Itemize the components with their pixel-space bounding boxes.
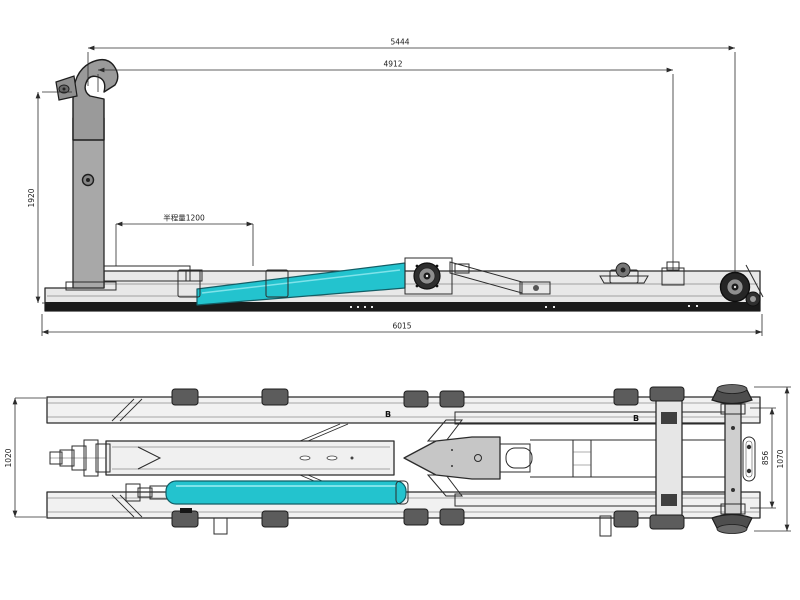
dim-1920-label: 1920	[27, 188, 36, 207]
frame-bolt-specks	[350, 305, 698, 308]
clamp-blocks-plan	[171, 386, 685, 530]
rear-crossmember-plan	[655, 391, 683, 527]
dim-slide-travel: 半程量1200	[115, 213, 254, 266]
plan-view: B B 1020 856 1070	[4, 384, 791, 537]
section-label-b-front: B	[385, 410, 391, 419]
dim-hook-to-stop: 4912	[97, 60, 674, 270]
hook	[72, 58, 119, 141]
dim-overall-top: 5444	[87, 38, 736, 272]
column-base	[65, 281, 117, 291]
dim-roller-inner-width: 856	[750, 407, 776, 509]
frame-bottom-band	[45, 302, 760, 311]
cylinder-brackets	[177, 269, 289, 298]
hook-arm	[55, 58, 119, 291]
dim-hook-height: 1920	[27, 91, 72, 304]
slot-bracket	[742, 436, 756, 482]
cylinder-pivot-hub	[404, 257, 453, 295]
dim-1200-label: 半程量1200	[163, 213, 205, 223]
mid-roller-bracket	[599, 262, 649, 284]
dim-4912-label: 4912	[383, 60, 402, 69]
folded-arm-rear	[449, 261, 551, 295]
boom-tip-chevron	[137, 446, 162, 470]
front-cylinder-plan	[49, 439, 111, 477]
section-label-b-rear: B	[633, 414, 639, 423]
tipping-cylinder-plan	[125, 480, 409, 505]
dim-overall-length: 6015	[41, 314, 763, 336]
dim-856-label: 856	[761, 451, 770, 466]
dim-5444-label: 5444	[390, 38, 409, 47]
dim-overall-width: 1070	[754, 386, 791, 532]
dim-1070-label: 1070	[776, 449, 785, 468]
dim-1020-label: 1020	[4, 448, 13, 467]
rear-roller-column-plan	[711, 384, 756, 534]
rear-roller	[719, 264, 764, 307]
arrow-casting-plan	[403, 419, 533, 497]
small-tabs-plan	[180, 508, 612, 537]
side-view: 5444 4912 1920 半程量1200 6015	[27, 38, 764, 336]
center-boom-plan	[105, 440, 395, 476]
dim-frame-width: 1020	[4, 397, 46, 518]
hook-column	[72, 117, 105, 289]
dim-6015-label: 6015	[392, 322, 411, 331]
clevis-slot	[505, 447, 533, 469]
